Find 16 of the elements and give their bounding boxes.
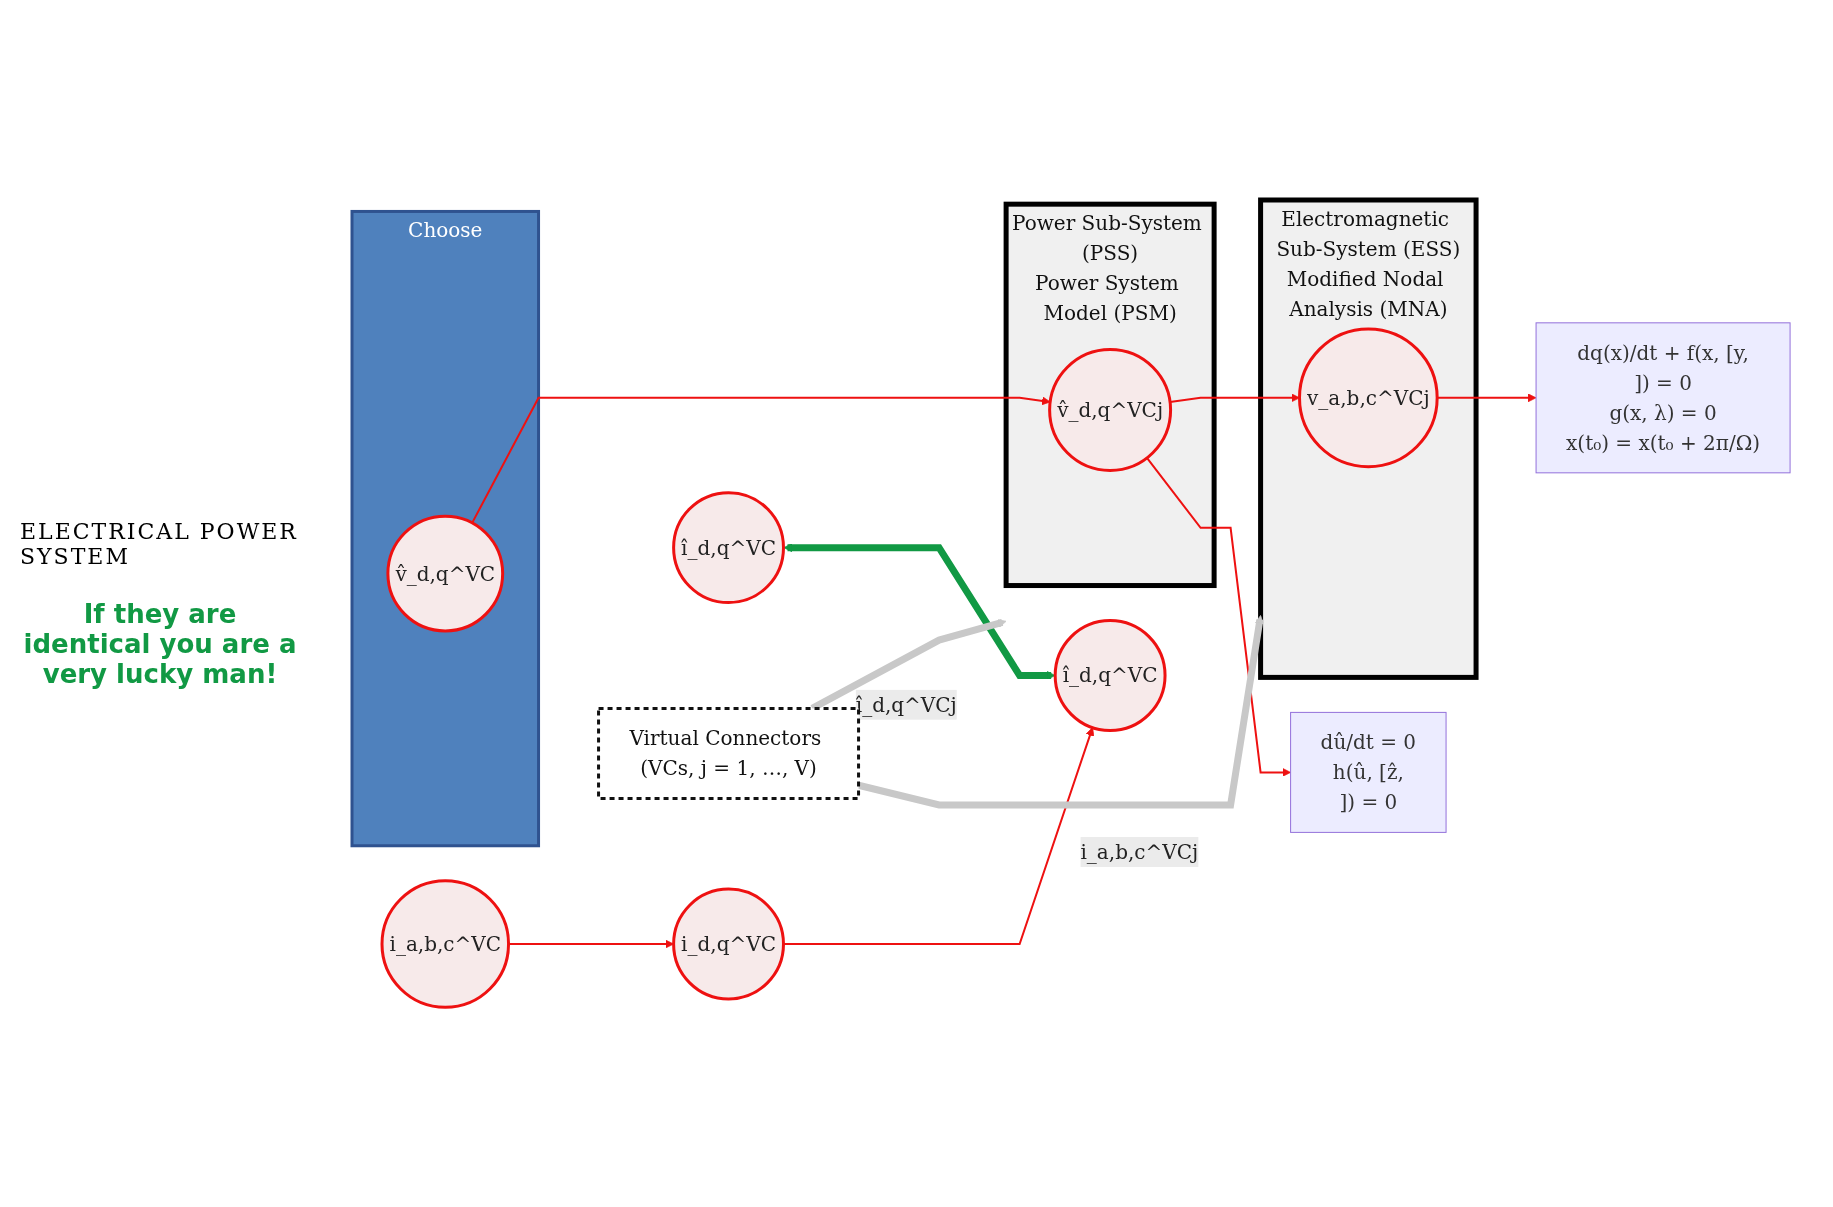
node-circle: î_d,q^VC (672, 491, 786, 604)
node-circle: v̂_d,q^VC (386, 514, 505, 633)
node-circle: v̂_d,q^VCj (1048, 347, 1173, 472)
node-circle: i_d,q^VC (672, 887, 786, 1001)
node-box: dq(x)/dt + f(x, [y, ]) = 0 g(x, λ) = 0 x(t₀) = x(t₀ + 2π/Ω) (1536, 322, 1792, 474)
node-circle: î_d,q^VC (1054, 618, 1167, 732)
node-circle: v_a,b,c^VCj (1298, 327, 1440, 468)
arrow (858, 614, 1265, 809)
edge-label: î_d,q^VCj (856, 692, 958, 717)
node-box: dû/dt = 0 h(û, [ẑ, ]) = 0 (1290, 711, 1447, 833)
diagram-caption: ELECTRICAL POWER SYSTEM (20, 518, 299, 569)
arrow (1146, 456, 1292, 777)
note-text: If they are identical you are a very lucky man! (22, 598, 298, 689)
arrow (471, 396, 1051, 524)
edge-label: i_a,b,c^VCj (1080, 839, 1199, 864)
node-circle: i_a,b,c^VC (380, 879, 511, 1009)
